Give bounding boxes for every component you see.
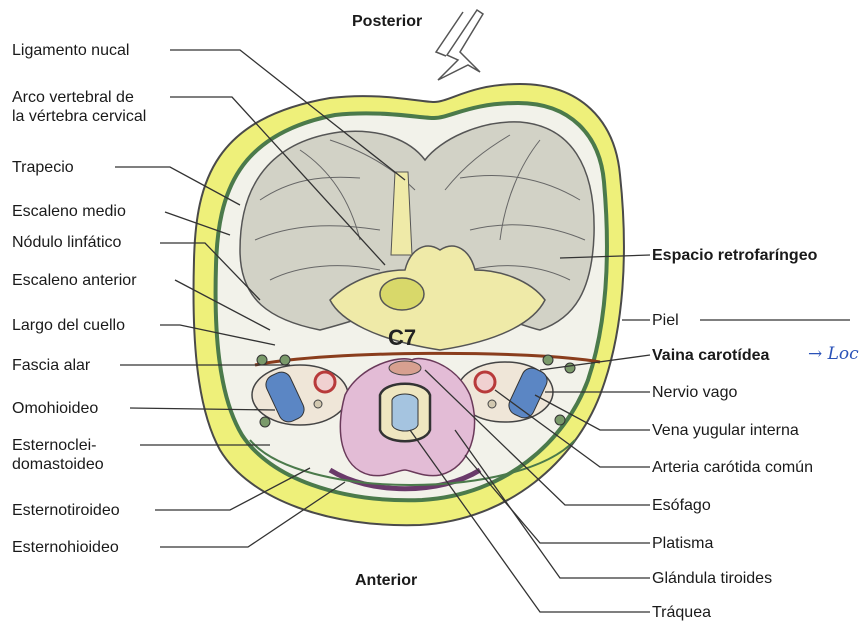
label-espacio-retrofaringeo: Espacio retrofaríngeo — [652, 246, 817, 265]
carotid-sheath-left — [252, 365, 348, 425]
orientation-posterior: Posterior — [352, 13, 422, 31]
posterior-arrow-icon — [436, 10, 483, 80]
label-esternotiroideo: Esternotiroideo — [12, 501, 120, 520]
handwritten-note: → Loc — [808, 344, 859, 364]
label-ligamento-nucal: Ligamento nucal — [12, 41, 129, 60]
label-esternocleidomastoideo: Esternoclei- domastoideo — [12, 436, 104, 474]
vertebra-label: C7 — [388, 325, 416, 350]
spinous-process — [391, 172, 412, 255]
label-esofago: Esófago — [652, 496, 711, 515]
label-glandula-tiroides: Glándula tiroides — [652, 569, 772, 588]
label-arco-vertebral: Arco vertebral de la vértebra cervical — [12, 88, 146, 126]
label-escaleno-medio: Escaleno medio — [12, 202, 126, 221]
label-escaleno-anterior: Escaleno anterior — [12, 271, 137, 290]
trachea-lumen — [392, 394, 418, 431]
label-trapecio: Trapecio — [12, 158, 74, 177]
label-omohioideo: Omohioideo — [12, 399, 98, 418]
label-traquea: Tráquea — [652, 603, 711, 622]
label-nodulo-linfatico: Nódulo linfático — [12, 233, 121, 252]
label-largo-del-cuello: Largo del cuello — [12, 316, 125, 335]
esophagus — [389, 361, 421, 375]
label-nervio-vago: Nervio vago — [652, 383, 737, 402]
label-piel: Piel — [652, 311, 679, 330]
label-vaina-carotidea: Vaina carotídea — [652, 346, 769, 365]
label-platisma: Platisma — [652, 534, 713, 553]
orientation-anterior: Anterior — [355, 572, 417, 590]
label-arteria-carotida-comun: Arteria carótida común — [652, 458, 813, 477]
label-fascia-alar: Fascia alar — [12, 356, 90, 375]
label-vena-yugular-interna: Vena yugular interna — [652, 421, 799, 440]
spinal-cord — [380, 278, 424, 310]
label-esternohioideo: Esternohioideo — [12, 538, 119, 557]
